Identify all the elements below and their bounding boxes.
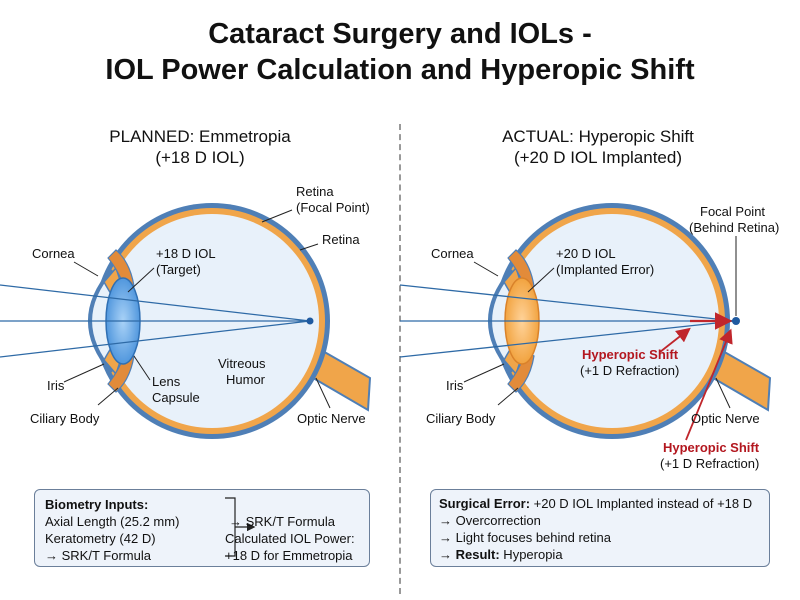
left-leader-iris [63,363,105,383]
right-label-shift-inner-2: (+1 D Refraction) [580,363,679,378]
left-leader-lens-capsule [133,355,151,381]
left-eye: Retina (Focal Point) Retina Cornea +18 D… [0,184,372,439]
result-prefix: → [439,547,456,562]
right-label-iris: Iris [446,378,464,393]
result-text: Hyperopia [499,547,563,562]
surgical-error-text: +20 D IOL Implanted instead of +18 D [530,496,753,511]
right-heading-line-2: (+20 D IOL Implanted) [513,148,683,167]
biometry-keratometry: Keratometry (42 D) [45,531,156,546]
right-leader-cornea [473,261,499,277]
biometry-bracket-arrow [225,497,256,557]
overcorrection-line: → Overcorrection [439,513,541,528]
right-label-shift-outer-1: Hyperopic Shift [663,440,760,455]
left-leader-retina-focal [261,209,293,223]
result-label: Result: [455,547,500,562]
right-ray-top [399,284,736,322]
left-ray-bottom [0,320,311,358]
right-focal-point-behind [732,317,740,325]
left-label-lens-capsule-2: Capsule [152,390,200,405]
biometry-axial-length: Axial Length (25.2 mm) [45,514,180,529]
left-label-ciliary-body: Ciliary Body [30,411,100,426]
left-label-cornea: Cornea [32,246,75,261]
right-heading-line-1: ACTUAL: Hyperopic Shift [502,127,694,146]
left-label-lens-capsule-1: Lens [152,374,181,389]
left-label-retina-focal-2: (Focal Point) [296,200,370,215]
left-leader-cornea [73,261,99,277]
left-leader-optic-nerve [315,377,331,409]
page-title: Cataract Surgery and IOLs - IOL Power Ca… [0,16,800,88]
left-panel-heading: PLANNED: Emmetropia (+18 D IOL) [50,126,350,168]
right-leader-ciliary [497,387,519,406]
surgical-error-box: Surgical Error: +20 D IOL Implanted inst… [430,489,770,567]
left-ray-top [0,284,311,322]
result-formula: → SRK/T Formula [229,514,335,529]
right-label-shift-inner-1: Hyperopic Shift [582,347,679,362]
left-leader-ciliary [97,387,119,406]
title-line-1: Cataract Surgery and IOLs - [208,18,592,50]
result-calculated: Calculated IOL Power: [225,531,355,546]
left-label-iris: Iris [47,378,65,393]
left-heading-line-2: (+18 D IOL) [155,148,245,167]
right-label-optic-nerve: Optic Nerve [691,411,760,426]
surgical-error-line: Surgical Error: +20 D IOL Implanted inst… [439,495,761,512]
right-label-focal-2: (Behind Retina) [689,220,779,235]
left-label-iol-2: (Target) [156,262,201,277]
right-label-iol-2: (Implanted Error) [556,262,654,277]
right-shift-inner-arrow [659,327,691,353]
biometry-heading: Biometry Inputs: [45,497,149,512]
right-leader-optic-nerve [715,377,731,409]
right-label-focal-1: Focal Point [700,204,765,219]
biometry-inputs: Biometry Inputs: Axial Length (25.2 mm) … [45,496,179,564]
light-behind-line: → Light focuses behind retina [439,530,611,545]
right-shift-outer-arrow [685,328,733,441]
left-focal-point [306,317,314,325]
left-label-retina-focal-1: Retina [296,184,334,199]
left-leader-retina [299,243,319,251]
left-heading-line-1: PLANNED: Emmetropia [109,127,291,146]
biometry-result: → SRK/T Formula Calculated IOL Power: +1… [225,513,355,564]
right-leader-iol [527,267,555,293]
right-leader-iris [463,363,505,383]
right-eye: Focal Point (Behind Retina) Cornea +20 D… [399,203,779,471]
right-label-shift-outer-2: (+1 D Refraction) [660,456,759,471]
result-line: → Result: Hyperopia [439,546,761,563]
left-label-vitreous-2: Humor [226,372,266,387]
surgical-error-label: Surgical Error: [439,496,531,511]
left-leader-iol [127,267,155,293]
left-label-retina: Retina [322,232,360,247]
right-label-iol-1: +20 D IOL [556,246,616,261]
right-ray-bottom [399,320,736,358]
title-line-2: IOL Power Calculation and Hyperopic Shif… [105,54,695,86]
biometry-box: Biometry Inputs: Axial Length (25.2 mm) … [34,489,370,567]
result-power: +18 D for Emmetropia [225,548,353,563]
right-label-cornea: Cornea [431,246,474,261]
left-label-optic-nerve: Optic Nerve [297,411,366,426]
left-label-iol-1: +18 D IOL [156,246,216,261]
right-panel-heading: ACTUAL: Hyperopic Shift (+20 D IOL Impla… [448,126,748,168]
biometry-formula: → SRK/T Formula [45,548,151,563]
right-label-ciliary-body: Ciliary Body [426,411,496,426]
left-label-vitreous-1: Vitreous [218,356,266,371]
panel-divider [399,124,401,594]
